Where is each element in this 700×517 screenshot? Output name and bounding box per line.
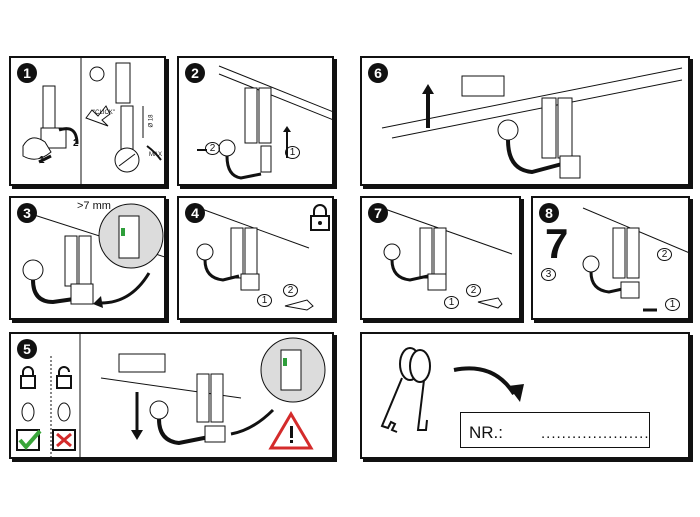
label-2: 2 [657, 248, 672, 261]
step-4-panel: 4 1 2 [177, 196, 334, 320]
padlock-closed-icon [310, 204, 330, 231]
label-2: 2 [73, 138, 79, 149]
label-1: 1 [257, 294, 272, 307]
step-8-panel: 8 7 3 2 1 [531, 196, 690, 320]
step-number: 2 [185, 63, 205, 83]
step-2-illustration [197, 65, 332, 180]
step-2-panel: 2 2 1 [177, 56, 334, 186]
label-1: 1 [665, 298, 680, 311]
step-7-panel: 7 1 2 [360, 196, 521, 320]
seven-glyph: 7 [545, 220, 569, 267]
step-7-illustration [381, 207, 513, 309]
padlock-closed-icon [20, 366, 36, 389]
label-2: 2 [283, 284, 298, 297]
warning-icon [268, 411, 314, 450]
diameter-label: Ø 18 [148, 114, 155, 128]
label-2: 2 [205, 142, 220, 155]
step-4-illustration [196, 204, 330, 311]
step-number: 8 [539, 203, 559, 223]
step-number: 5 [17, 339, 37, 359]
key-icon [380, 347, 431, 433]
nr-label: NR.: [469, 423, 503, 442]
check-icon [16, 429, 42, 451]
label-1: 1 [285, 146, 300, 159]
max-label: MAX [149, 152, 163, 158]
step-number: 3 [17, 203, 37, 223]
number-field[interactable]: NR.: ..................... [460, 412, 650, 448]
step-1-panel: 1 1 2 "CLICK" Ø 18 MAX [9, 56, 166, 186]
step-3-illustration [22, 203, 164, 308]
gap-label: >7 mm [77, 200, 111, 212]
step-number: 6 [368, 63, 388, 83]
label-3: 3 [541, 268, 556, 281]
padlock-open-icon [56, 366, 72, 389]
nr-blank: ..................... [541, 425, 650, 442]
step-8-illustration [582, 207, 688, 312]
step-6-illustration [381, 67, 683, 179]
label-1: 1 [39, 155, 45, 166]
step-1-illustration [22, 58, 162, 184]
step-3-panel: 3 >7 mm [9, 196, 166, 320]
step-number: 1 [17, 63, 37, 83]
label-1: 1 [444, 296, 459, 309]
step-5-panel: 5 [9, 332, 334, 459]
label-2: 2 [466, 284, 481, 297]
key-number-panel: NR.: ..................... [360, 332, 690, 459]
cross-icon [52, 429, 76, 451]
arrow-icon [453, 366, 516, 396]
click-label: "CLICK" [93, 110, 115, 116]
step-5-illustration [16, 334, 326, 457]
step-6-panel: 6 [360, 56, 690, 186]
